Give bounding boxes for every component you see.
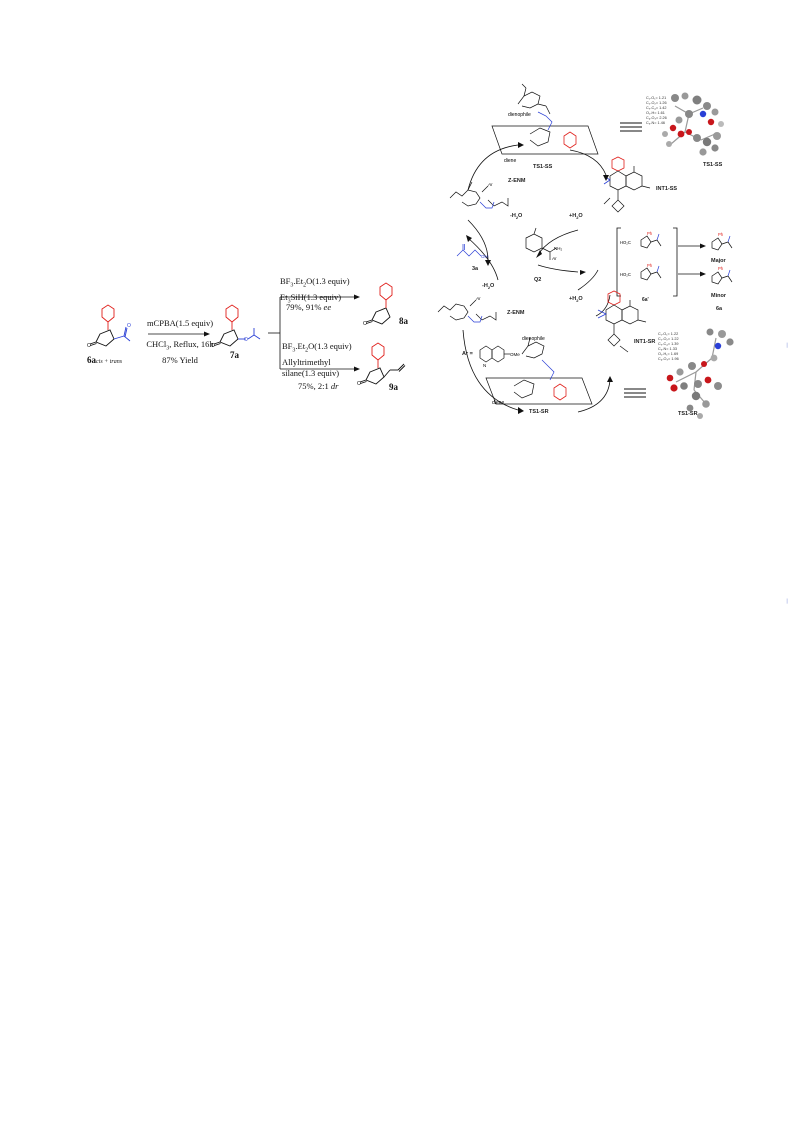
label-ts1-sr-model: TS1-SR	[678, 411, 698, 417]
svg-text:Ph: Ph	[718, 266, 724, 271]
int1-sr-structure	[597, 290, 647, 353]
label-plus-h2o-upper: +H2O	[569, 213, 583, 221]
label-int1-ss: INT1-SS	[656, 186, 678, 192]
branch-arrows	[268, 294, 360, 372]
z-enm-lower-structure: Ar	[437, 296, 497, 323]
svg-text:Ar: Ar	[475, 296, 481, 301]
label-minus-h2o-lower: -H2O	[482, 283, 495, 291]
label-major: Major	[711, 258, 726, 264]
svg-text:O: O	[211, 343, 215, 349]
svg-text:NH₂: NH₂	[554, 246, 562, 251]
label-q2: Q2	[534, 277, 542, 283]
q2-structure: Ar NH₂	[525, 227, 562, 261]
svg-text:OH: OH	[481, 254, 488, 259]
label-ts1-sr: TS1-SR	[529, 409, 549, 415]
quinoline-ar-structure: OMe N	[479, 345, 520, 368]
svg-text:Ar: Ar	[487, 182, 493, 187]
svg-text:Ph: Ph	[718, 232, 724, 237]
svg-text:diene: diene	[492, 400, 504, 406]
label-int1-sr: INT1-SR	[634, 339, 656, 345]
equivalence-sign-bottom	[624, 388, 646, 398]
label-minus-h2o-upper: -H2O	[510, 213, 523, 221]
structure-7a: O O	[211, 304, 261, 349]
structure-8a: O	[363, 282, 393, 327]
svg-text:dienophile: dienophile	[508, 112, 531, 118]
svg-text:diene: diene	[504, 158, 516, 164]
svg-text:N: N	[483, 363, 486, 368]
svg-text:Ar: Ar	[551, 256, 557, 261]
label-7a: 7a	[230, 350, 239, 360]
step2a-conditions: BF3.Et2O(1.3 equiv) Et3SiH(1.3 equiv)	[280, 276, 350, 305]
step1-conditions: mCPBA(1.5 equiv)	[146, 318, 214, 328]
label-minor: Minor	[711, 293, 726, 299]
ball-and-stick-ss	[662, 92, 724, 156]
arrows-to-products	[678, 243, 706, 277]
svg-text:HO₂C: HO₂C	[620, 272, 631, 277]
step2a-yield: 79%, 91% ee	[286, 302, 332, 312]
label-6a: 6acis + trans	[87, 355, 123, 365]
ts1-ss-structure: dienophile diene	[491, 83, 599, 164]
cycle-arrows	[462, 142, 613, 414]
svg-text:dienophile: dienophile	[522, 336, 545, 342]
svg-text:HO₂C: HO₂C	[620, 240, 631, 245]
svg-text:OMe: OMe	[510, 352, 520, 357]
label-ts1-ss-model: TS1-SS	[703, 162, 723, 168]
svg-text:O: O	[87, 343, 91, 349]
step2b-yield: 75%, 2:1 dr	[298, 381, 339, 391]
svg-text:Ph: Ph	[647, 231, 653, 236]
label-z-enm-lower: Z-ENM	[507, 310, 525, 316]
reagent-3a-structure: OH	[456, 244, 488, 259]
label-3a: 3a	[472, 266, 479, 272]
svg-text:O: O	[127, 323, 131, 329]
label-ar-equals: Ar =	[462, 351, 473, 357]
svg-text:Ph: Ph	[647, 263, 653, 268]
label-z-enm-upper: Z-ENM	[508, 178, 526, 184]
z-enm-upper-structure: Ar	[449, 181, 509, 209]
svg-text:O: O	[357, 381, 361, 387]
structure-6a: O O	[87, 304, 131, 349]
arrow-step1	[148, 331, 210, 337]
major-product-structure: Ph	[711, 232, 733, 251]
structure-9a: O	[357, 342, 406, 387]
minor-product-structure: Ph	[711, 266, 733, 285]
label-6a-prime: 6a'	[642, 297, 649, 303]
svg-text:O: O	[244, 337, 248, 343]
step2b-conditions: BF3.Et2O(1.3 equiv) Allyltrimethyl silan…	[282, 341, 352, 378]
label-ts1-ss: TS1-SS	[533, 164, 553, 170]
equivalence-sign-top	[620, 122, 642, 132]
step1-conditions-below: CHCl3, Reflux, 16h 87% Yield	[146, 339, 214, 365]
label-9a: 9a	[389, 382, 398, 392]
label-6a-product: 6a	[716, 306, 723, 312]
ts1-sr-structure: dienophile diene	[485, 336, 593, 406]
label-8a: 8a	[399, 316, 408, 326]
label-plus-h2o-lower: +H2O	[569, 296, 583, 304]
product-bracket: HO₂C HO₂C Ph Ph	[616, 227, 678, 297]
ball-and-stick-sr	[666, 328, 734, 419]
svg-text:O: O	[363, 321, 367, 327]
